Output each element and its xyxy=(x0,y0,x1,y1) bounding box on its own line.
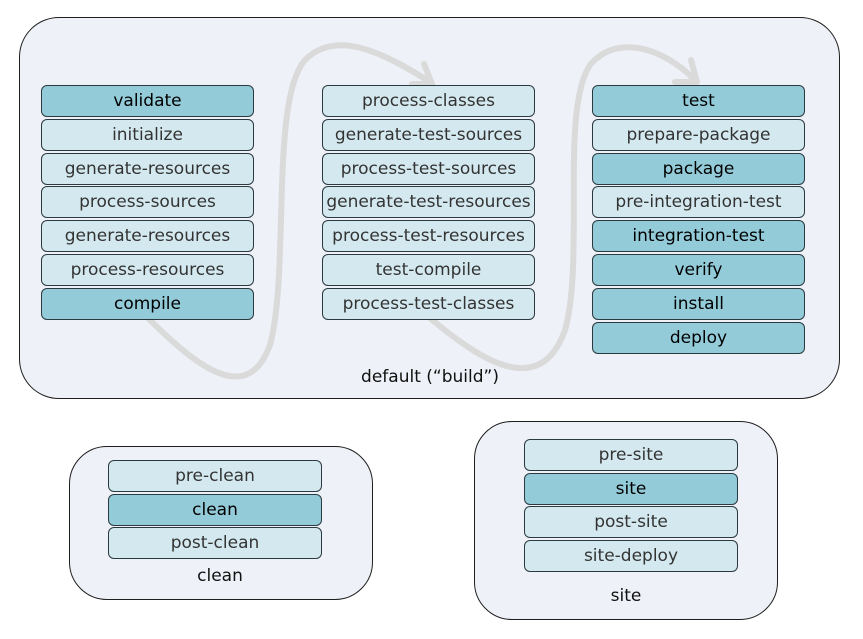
phase-initialize: initialize xyxy=(41,118,254,151)
phase-test: test xyxy=(592,85,805,117)
phase-process-classes: process-classes xyxy=(322,85,535,117)
site-lifecycle-label: site xyxy=(610,586,642,606)
flow-arrow-2-head xyxy=(672,57,700,85)
phase-package: package xyxy=(592,152,805,185)
phase-integration-test: integration-test xyxy=(592,220,805,253)
default-lifecycle-label: default (“build”) xyxy=(361,367,499,387)
phase-validate: validate xyxy=(41,85,254,117)
phase-pre-site: pre-site xyxy=(524,439,738,471)
phase-process-resources: process-resources xyxy=(41,254,254,286)
phase-process-test-sources: process-test-sources xyxy=(322,152,535,185)
phase-prepare-package: prepare-package xyxy=(592,118,805,151)
phase-process-test-classes: process-test-classes xyxy=(322,287,535,320)
phase-post-clean: post-clean xyxy=(108,527,322,559)
phase-verify: verify xyxy=(592,254,805,286)
phase-site-deploy: site-deploy xyxy=(524,539,738,572)
phase-process-test-resources: process-test-resources xyxy=(322,220,535,253)
phase-compile: compile xyxy=(41,287,254,320)
flow-arrow-1 xyxy=(145,42,433,380)
flow-arrow-2 xyxy=(427,44,698,372)
phase-process-sources: process-sources xyxy=(41,186,254,219)
phase-test-compile: test-compile xyxy=(322,254,535,286)
clean-lifecycle-label: clean xyxy=(197,566,243,586)
phase-pre-integration-test: pre-integration-test xyxy=(592,186,805,219)
phase-site: site xyxy=(524,472,738,505)
phase-generate-resources: generate-resources xyxy=(41,220,254,253)
phase-generate-test-sources: generate-test-sources xyxy=(322,118,535,151)
phase-generate-resources: generate-resources xyxy=(41,152,254,185)
phase-install: install xyxy=(592,287,805,320)
flow-arrow-1-head xyxy=(409,61,435,87)
phase-generate-test-resources: generate-test-resources xyxy=(322,186,535,219)
phase-clean: clean xyxy=(108,493,322,526)
phase-post-site: post-site xyxy=(524,506,738,538)
phase-pre-clean: pre-clean xyxy=(108,460,322,492)
phase-deploy: deploy xyxy=(592,321,805,354)
